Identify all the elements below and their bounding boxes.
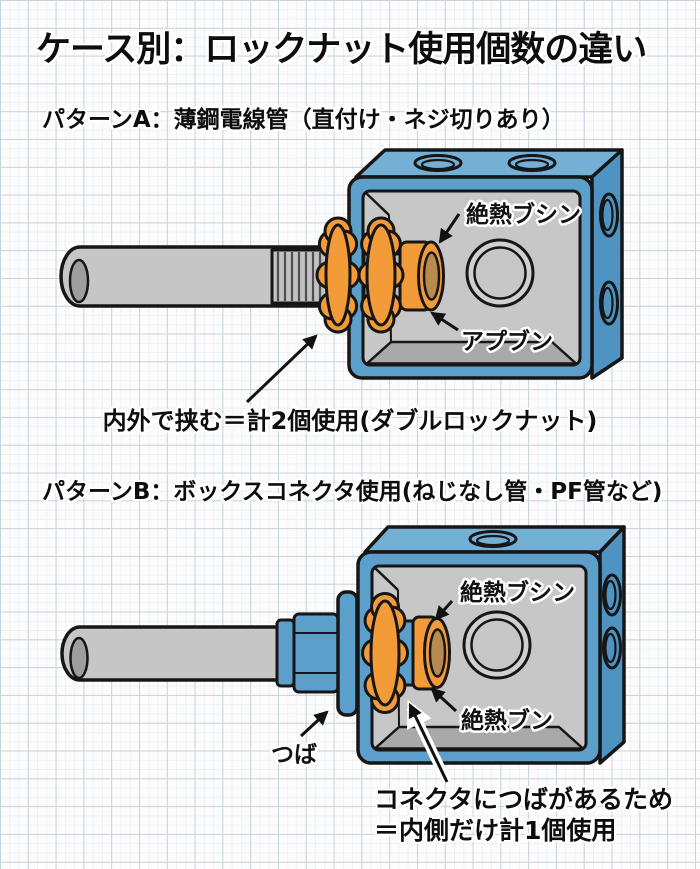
locknut-outer-a [315, 216, 361, 334]
label-locknut-b: 絶熱ブン [461, 707, 553, 734]
pattern-a-illustration: 絶熱ブシン アプブン [59, 148, 624, 404]
label-flange-b: つば [271, 742, 317, 768]
arrow-to-bushing-b [434, 600, 454, 621]
junction-box-a [347, 148, 624, 380]
pattern-b-illustration: 絶熱ブシン 絶熱ブン つば [60, 525, 626, 785]
side-knockout-ovals-b [602, 573, 622, 670]
locknut-inner-b [361, 592, 409, 714]
box-connector-b [275, 590, 359, 717]
arrow-to-bushing-a [438, 213, 461, 244]
pattern-a-caption: 内外で挟む＝計2個使用(ダブルロックナット) [102, 407, 598, 435]
page-title: ケース別：ロックナット使用個数の違い [36, 30, 647, 70]
arrow-caption-b [406, 699, 452, 785]
connector-flange-b [336, 590, 359, 717]
arrow-caption-a [245, 334, 318, 404]
conduit-pipe-b [60, 625, 280, 682]
arrow-to-locknut-a [430, 311, 459, 332]
label-bushing-b: 絶熱ブシン [460, 579, 575, 606]
label-bushing-a: 絶熱ブシン [466, 201, 581, 228]
label-locknut-a: アプブン [461, 328, 553, 355]
top-knockout-ovals-a [413, 154, 557, 172]
pattern-b-caption-line2: ＝内側だけ計1個使用 [374, 816, 617, 845]
arrow-to-locknut-b [430, 687, 458, 713]
knockout-circle-b [462, 610, 532, 680]
pattern-b-caption: コネクタにつばがあるため ＝内側だけ計1個使用 [374, 784, 673, 846]
side-knockout-ovals-a [599, 192, 619, 326]
locknut-inner-a [357, 216, 405, 334]
pattern-b-heading: パターンB：ボックスコネクタ使用(ねじなし管・PF管など) [42, 479, 663, 505]
top-knockout-oval-b [468, 530, 518, 548]
bushing-b [411, 615, 451, 691]
knockout-circle-a [465, 238, 535, 308]
pattern-a-heading: パターンA：薄鋼電線管（直付け・ネジ切りあり） [42, 107, 565, 133]
bushing-a [398, 240, 445, 312]
arrow-to-flange-b [299, 710, 329, 738]
conduit-pipe-a [59, 245, 352, 308]
pattern-b-caption-line1: コネクタにつばがあるため [374, 785, 674, 814]
